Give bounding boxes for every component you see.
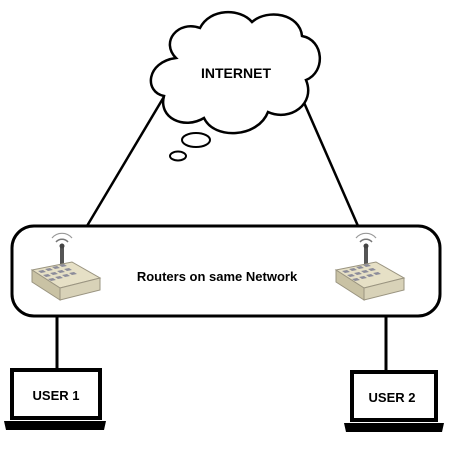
network-label: Routers on same Network bbox=[137, 269, 298, 284]
cloud-icon bbox=[149, 10, 322, 162]
user1-label: USER 1 bbox=[33, 388, 80, 403]
laptop-icon bbox=[344, 370, 444, 432]
internet-label: INTERNET bbox=[201, 65, 271, 81]
laptop-icon bbox=[4, 368, 106, 430]
internet-link-right bbox=[300, 97, 360, 227]
network-box bbox=[10, 224, 442, 318]
internet-link-left bbox=[85, 89, 170, 227]
user2-label: USER 2 bbox=[369, 390, 416, 405]
